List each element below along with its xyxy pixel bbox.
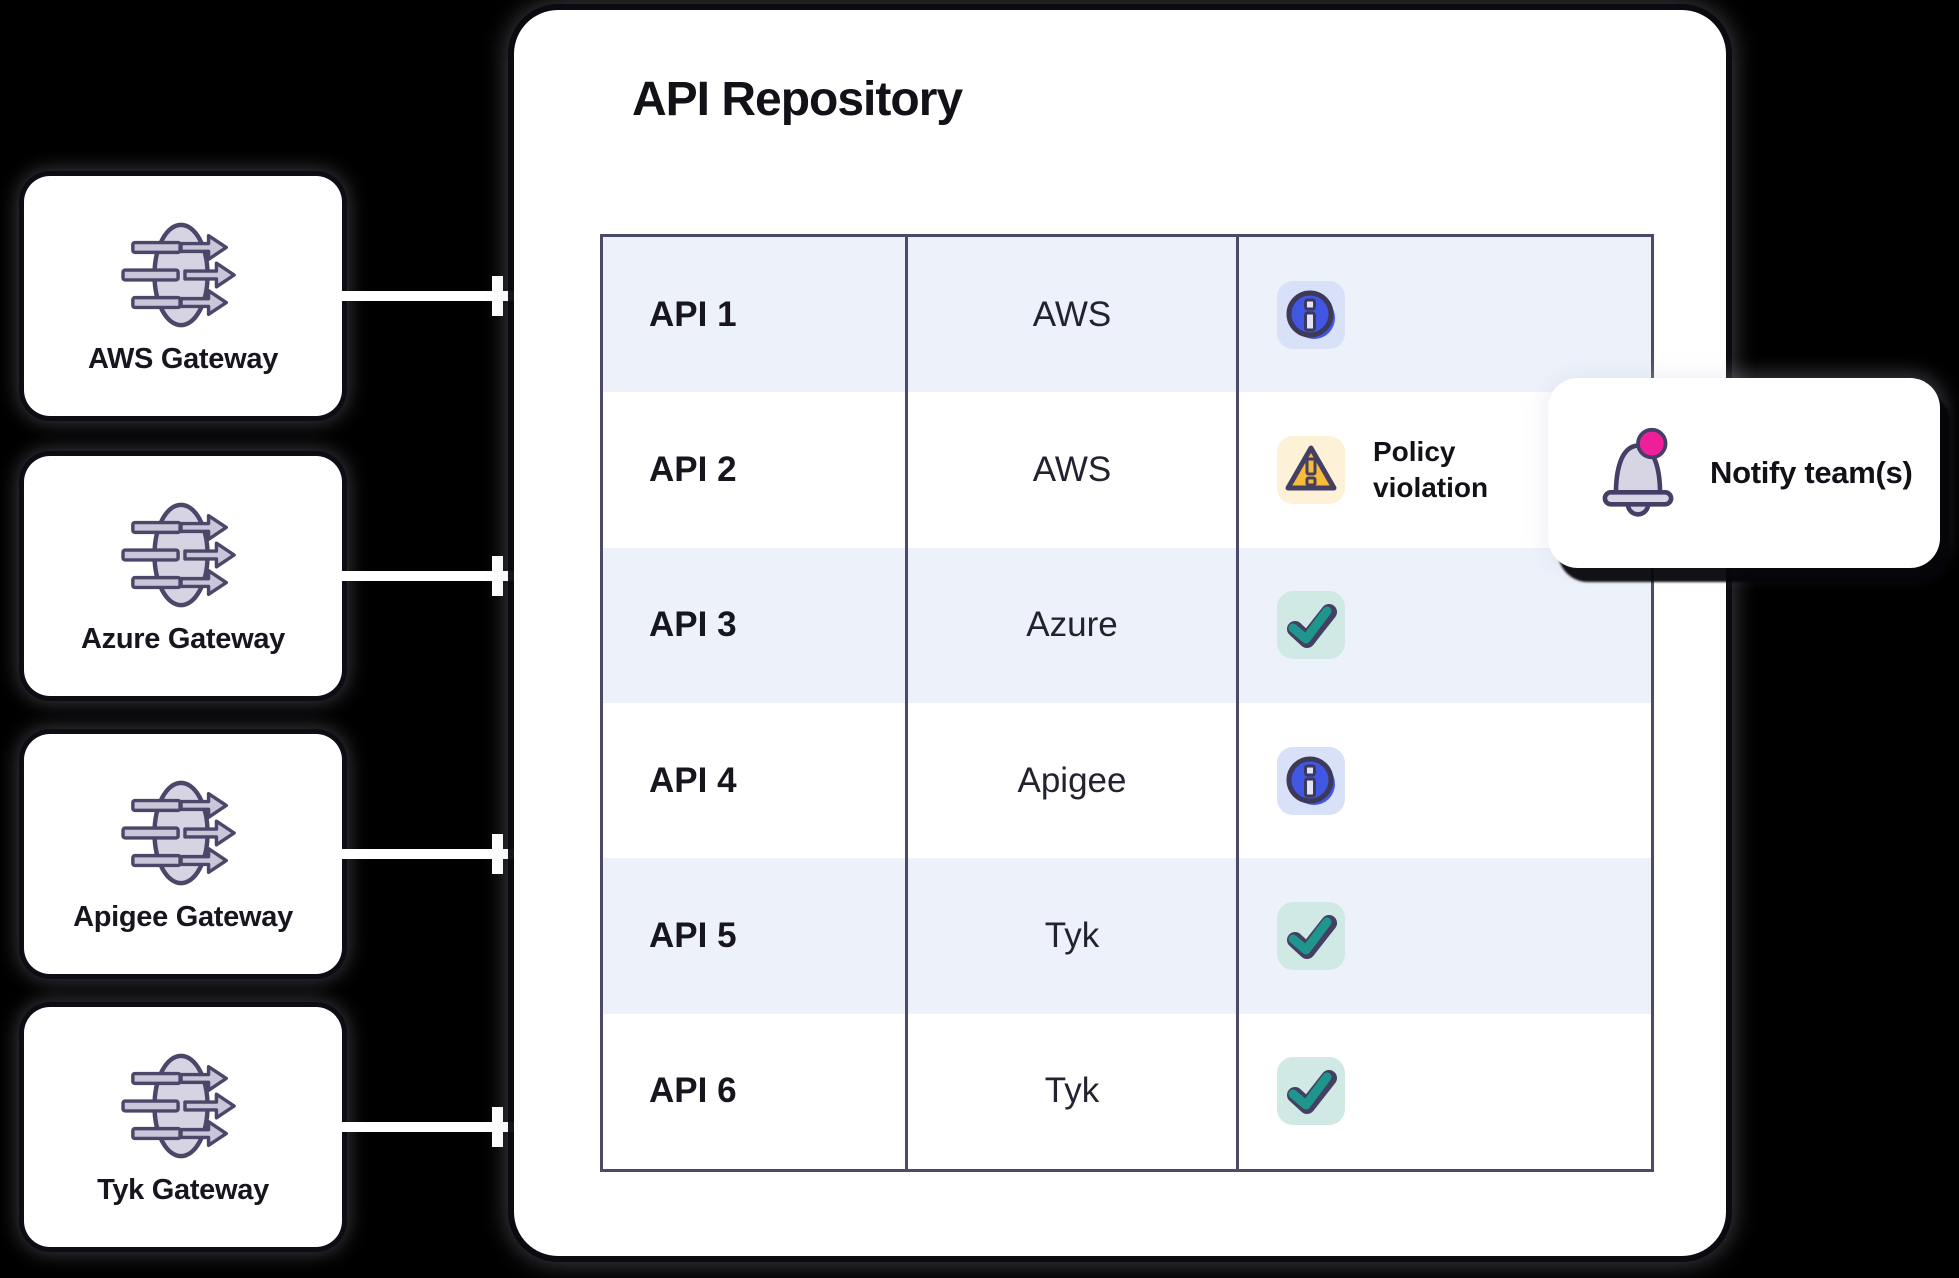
table-row: API 3 Azure (603, 547, 1651, 703)
notification-dot (1636, 427, 1668, 460)
api-name-cell: API 4 (603, 702, 905, 859)
gateway-icon (121, 502, 236, 607)
gateway-name-cell: Tyk (905, 858, 1236, 1014)
gateway-label: AWS Gateway (87, 342, 279, 375)
notify-label: Notify team(s) (1710, 455, 1913, 490)
check-icon (1277, 591, 1345, 660)
gateway-card-azure: Azure Gateway (24, 456, 342, 696)
gateway-name-cell: AWS (905, 237, 1236, 393)
status-cell (1236, 858, 1651, 1014)
connector (337, 556, 515, 596)
api-name-cell: API 2 (603, 392, 905, 548)
gateway-name-cell: Tyk (905, 1013, 1236, 1169)
gateway-icon (121, 780, 236, 885)
policy-violation-label: Policy violation (1373, 435, 1489, 503)
table-row: API 6 Tyk (603, 1013, 1651, 1169)
table-row: API 2 AWS Policy violation (603, 392, 1651, 548)
table-row: API 4 Apigee (603, 702, 1651, 859)
gateway-icon (121, 1053, 236, 1158)
repository-panel: API Repository API 1 AWS API 2 AWS (514, 10, 1726, 1256)
gateway-label: Apigee Gateway (73, 900, 293, 933)
status-cell (1236, 702, 1651, 859)
api-table: API 1 AWS API 2 AWS (600, 234, 1654, 1172)
connector-line (337, 571, 515, 581)
status-cell (1236, 237, 1651, 393)
page-title: API Repository (632, 73, 963, 126)
connector (337, 276, 515, 316)
gateway-name-cell: AWS (905, 392, 1236, 548)
check-icon (1277, 1057, 1345, 1126)
gateway-name-cell: Apigee (905, 702, 1236, 859)
status-cell (1236, 1013, 1651, 1169)
connector-arrow-icon (492, 556, 503, 596)
connector-line (337, 291, 515, 301)
connector-arrow-icon (492, 834, 503, 874)
connector (337, 834, 515, 874)
gateway-card-aws: AWS Gateway (24, 176, 342, 416)
status-cell (1236, 547, 1651, 703)
gateway-name-cell: Azure (905, 547, 1236, 703)
gateway-card-tyk: Tyk Gateway (24, 1007, 342, 1247)
info-icon (1277, 280, 1345, 349)
info-icon (1277, 746, 1345, 815)
gateway-card-apigee: Apigee Gateway (24, 734, 342, 974)
check-icon (1277, 901, 1345, 970)
connector (337, 1107, 515, 1147)
connector-line (337, 849, 515, 859)
connector-arrow-icon (492, 1107, 503, 1147)
connector-line (337, 1122, 515, 1132)
gateway-icon (121, 222, 236, 327)
notify-card: Notify team(s) (1548, 378, 1940, 568)
api-name-cell: API 5 (603, 858, 905, 1014)
table-row: API 5 Tyk (603, 858, 1651, 1014)
connector-arrow-icon (492, 276, 503, 316)
api-name-cell: API 3 (603, 547, 905, 703)
gateway-label: Tyk Gateway (97, 1173, 269, 1206)
api-name-cell: API 1 (603, 237, 905, 393)
api-name-cell: API 6 (603, 1013, 905, 1169)
gateway-label: Azure Gateway (80, 622, 285, 655)
warning-icon (1277, 435, 1345, 504)
bell-icon (1602, 427, 1674, 517)
table-row: API 1 AWS (603, 237, 1651, 393)
